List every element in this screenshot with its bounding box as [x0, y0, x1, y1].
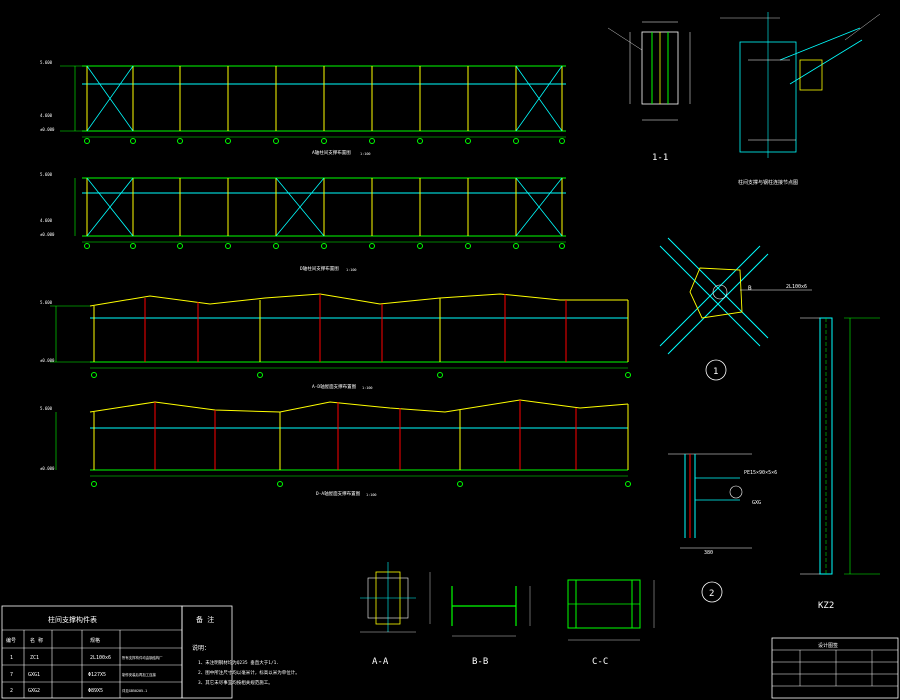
table-header: 规格 — [90, 637, 100, 644]
section-a-a: A-A — [360, 562, 431, 667]
member-table: 柱间支撑构件表 备 注 编号 名 称 规格 1 ZC1 2L100x6 7 GX… — [1, 605, 233, 699]
elevation-label: ±0.000 — [40, 358, 55, 363]
table-note: 详见GB50205-1 — [122, 688, 147, 693]
title-block-title: 设计图签 — [818, 642, 838, 649]
table-title: 柱间支撑构件表 — [48, 615, 97, 624]
node-label: 2L100x6 — [786, 284, 807, 290]
section-title: 1-1 — [652, 153, 668, 163]
node-2-detail: 380 PE15×90×5×6 GXG 2 — [668, 453, 777, 603]
scale-label: 1:100 — [362, 386, 373, 390]
elevation-label: ±0.000 — [40, 127, 55, 132]
node-label: GXG — [752, 500, 761, 506]
node-label: B — [748, 285, 752, 292]
detail-column-bracing-connection: 柱间支撑与钢柱连接节点图 — [720, 12, 881, 186]
drawing-caption: D轴柱间支撑布置图 — [300, 265, 339, 272]
drawing-caption: D-A轴屋面支撑布置图 — [316, 490, 361, 497]
title-block: 设计图签 — [771, 637, 899, 699]
elevation-label: 5.600 — [40, 60, 53, 65]
drawing-caption: A-D轴屋面支撑布置图 — [312, 383, 357, 390]
column-kz2: KZ2 — [800, 317, 880, 611]
elevation-roof-bracing-ad: 5.600 ±0.000 A-D轴屋面支撑布置图 1:100 — [40, 293, 631, 390]
elevation-roof-bracing-da: 5.600 ±0.000 D-A轴屋面支撑布置图 1:100 — [40, 399, 631, 497]
elevation-label: 5.600 — [40, 406, 53, 411]
section-1-1: 1-1 — [607, 21, 691, 163]
table-cell: 7 — [10, 672, 13, 678]
table-header: 编号 — [6, 637, 16, 644]
table-cell: Φ127X5 — [88, 672, 106, 678]
general-notes: 说明： 1、未注明钢材均为Q235 垂直大于1/1. 2、图中所注尺寸均以毫米计… — [192, 644, 300, 686]
notes-line: 2、图中所注尺寸均以毫米计，标高以米为单位计。 — [198, 669, 300, 676]
table-cell: 1 — [10, 655, 13, 661]
node-label: PE15×90×5×6 — [744, 470, 777, 476]
detail-caption: 柱间支撑与钢柱连接节点图 — [738, 179, 798, 186]
section-title: A-A — [372, 657, 389, 667]
node-number: 2 — [709, 589, 714, 599]
elevation-label: ±0.000 — [40, 466, 55, 471]
table-header: 名 称 — [30, 637, 43, 644]
dimension-label: 380 — [704, 550, 713, 556]
table-cell: GXG1 — [28, 672, 40, 678]
section-b-b: B-B — [451, 586, 531, 667]
table-cell: GXG2 — [28, 688, 40, 694]
node-1-gusset: 2L100x6 B 1 — [659, 237, 812, 381]
scale-label: 1:100 — [346, 268, 357, 272]
elevation-label: 4.600 — [40, 113, 53, 118]
table-note-header: 备 注 — [196, 615, 214, 624]
table-cell: 2 — [10, 688, 13, 694]
section-c-c: C-C — [567, 579, 655, 667]
elevation-label: 5.600 — [40, 300, 53, 305]
column-label: KZ2 — [818, 601, 834, 611]
table-note: 所有支撑构件均由钢结构厂 — [122, 655, 163, 660]
notes-heading: 说明： — [192, 644, 210, 652]
table-note: 制作安装后再加工连接 — [122, 672, 157, 677]
elevation-column-bracing-d: 5.600 4.600 ±0.000 D轴柱间支撑布置图 1:100 — [40, 172, 566, 272]
scale-label: 1:100 — [360, 152, 371, 156]
elevation-label: 4.600 — [40, 218, 53, 223]
table-cell: Φ89X5 — [88, 688, 103, 694]
elevation-column-bracing-a: 5.600 4.600 ±0.000 A轴柱间支撑布置图 1:100 — [40, 60, 566, 156]
drawing-caption: A轴柱间支撑布置图 — [312, 149, 351, 156]
node-number: 1 — [713, 367, 718, 377]
notes-line: 1、未注明钢材均为Q235 垂直大于1/1. — [198, 659, 279, 666]
section-title: C-C — [592, 657, 608, 667]
scale-label: 1:100 — [366, 493, 377, 497]
section-title: B-B — [472, 657, 488, 667]
notes-line: 3、其它未尽事宜均按相关规范施工。 — [198, 679, 273, 686]
elevation-label: ±0.000 — [40, 232, 55, 237]
table-cell: ZC1 — [30, 655, 39, 661]
table-cell: 2L100x6 — [90, 655, 111, 661]
elevation-label: 5.600 — [40, 172, 53, 177]
